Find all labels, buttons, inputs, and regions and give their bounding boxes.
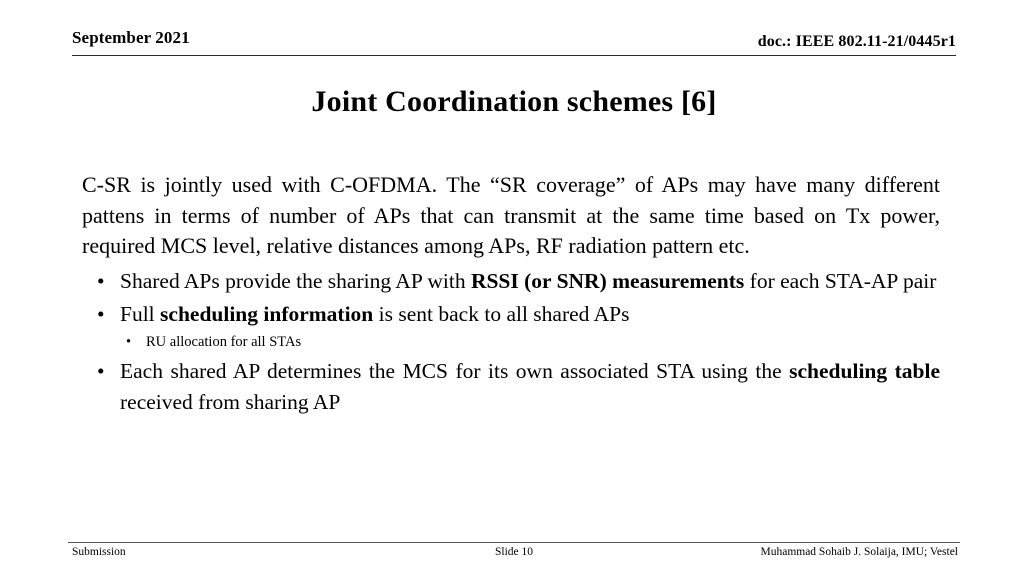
sub-bullet-list: • RU allocation for all STAs [120, 331, 940, 353]
header-doc-reference: doc.: IEEE 802.11-21/0445r1 [757, 33, 956, 50]
bullet-text-pre: Shared APs provide the sharing AP with [120, 268, 471, 293]
sub-bullet-marker: • [126, 333, 132, 350]
bullet-list: • Shared APs provide the sharing AP with… [82, 266, 940, 418]
bullet-text-bold: scheduling information [160, 301, 374, 326]
list-item: • Shared APs provide the sharing AP with… [82, 266, 940, 297]
bullet-text-post: for each STA-AP pair [744, 268, 937, 293]
slide-footer: Submission Slide 10 Muhammad Sohaib J. S… [68, 546, 960, 566]
slide-body: C-SR is jointly used with C-OFDMA. The “… [82, 170, 940, 420]
footer-submission-label: Submission [72, 546, 126, 558]
bullet-text-bold: RSSI (or SNR) measurements [470, 268, 745, 293]
intro-paragraph: C-SR is jointly used with C-OFDMA. The “… [82, 172, 940, 258]
footer-author: Muhammad Sohaib J. Solaija, IMU; Vestel [760, 546, 958, 558]
bullet-text-pre: Each shared AP determines the MCS for it… [120, 358, 790, 383]
bullet-marker: • [97, 301, 105, 326]
bullet-text-post: is sent back to all shared APs [373, 301, 630, 326]
slide-header: September 2021 doc.: IEEE 802.11-21/0445… [72, 28, 956, 58]
bullet-text-pre: Full [120, 301, 161, 326]
footer-divider [68, 542, 960, 543]
bullet-text-post: received from sharing AP [120, 389, 341, 414]
list-item: • Each shared AP determines the MCS for … [82, 356, 940, 418]
bullet-marker: • [97, 268, 105, 293]
footer-slide-number: Slide 10 [494, 546, 533, 558]
page-title: Joint Coordination schemes [6] [311, 85, 717, 118]
bullet-marker: • [97, 358, 105, 383]
sub-bullet-text: RU allocation for all STAs [146, 333, 302, 350]
sub-list-item: • RU allocation for all STAs [120, 331, 940, 353]
list-item: • Full scheduling information is sent ba… [82, 299, 940, 353]
bullet-text-bold: scheduling table [789, 358, 940, 383]
header-date: September 2021 [72, 28, 190, 47]
header-divider [72, 55, 956, 56]
